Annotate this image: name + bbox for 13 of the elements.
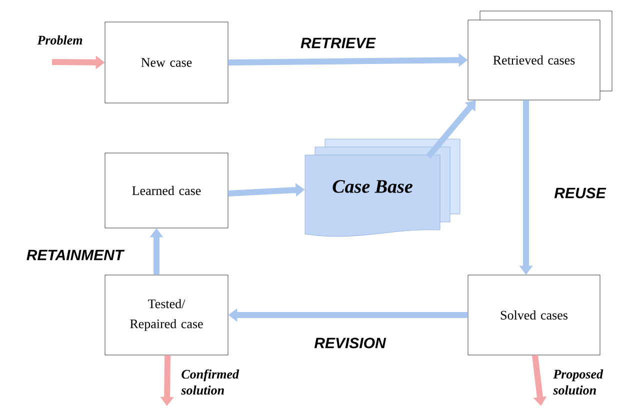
edge-label: RETAINMENT — [26, 250, 125, 260]
process-box: Learned case — [104, 152, 228, 228]
process-box: New case — [104, 22, 228, 104]
edge-label: REVISION — [314, 338, 386, 348]
edge-label: Confirmed solution — [181, 369, 240, 395]
edge-label: Proposed solution — [553, 369, 604, 395]
edge-label: Problem — [37, 35, 82, 45]
case-base-stack: Case Base — [304, 138, 460, 237]
process-box: Solved cases — [468, 274, 600, 356]
case-stack: Retrieved cases — [468, 10, 612, 100]
process-box: Tested/ Repaired case — [104, 274, 228, 356]
edge-label: REUSE — [554, 188, 606, 198]
edge-label: RETRIEVE — [300, 38, 376, 48]
